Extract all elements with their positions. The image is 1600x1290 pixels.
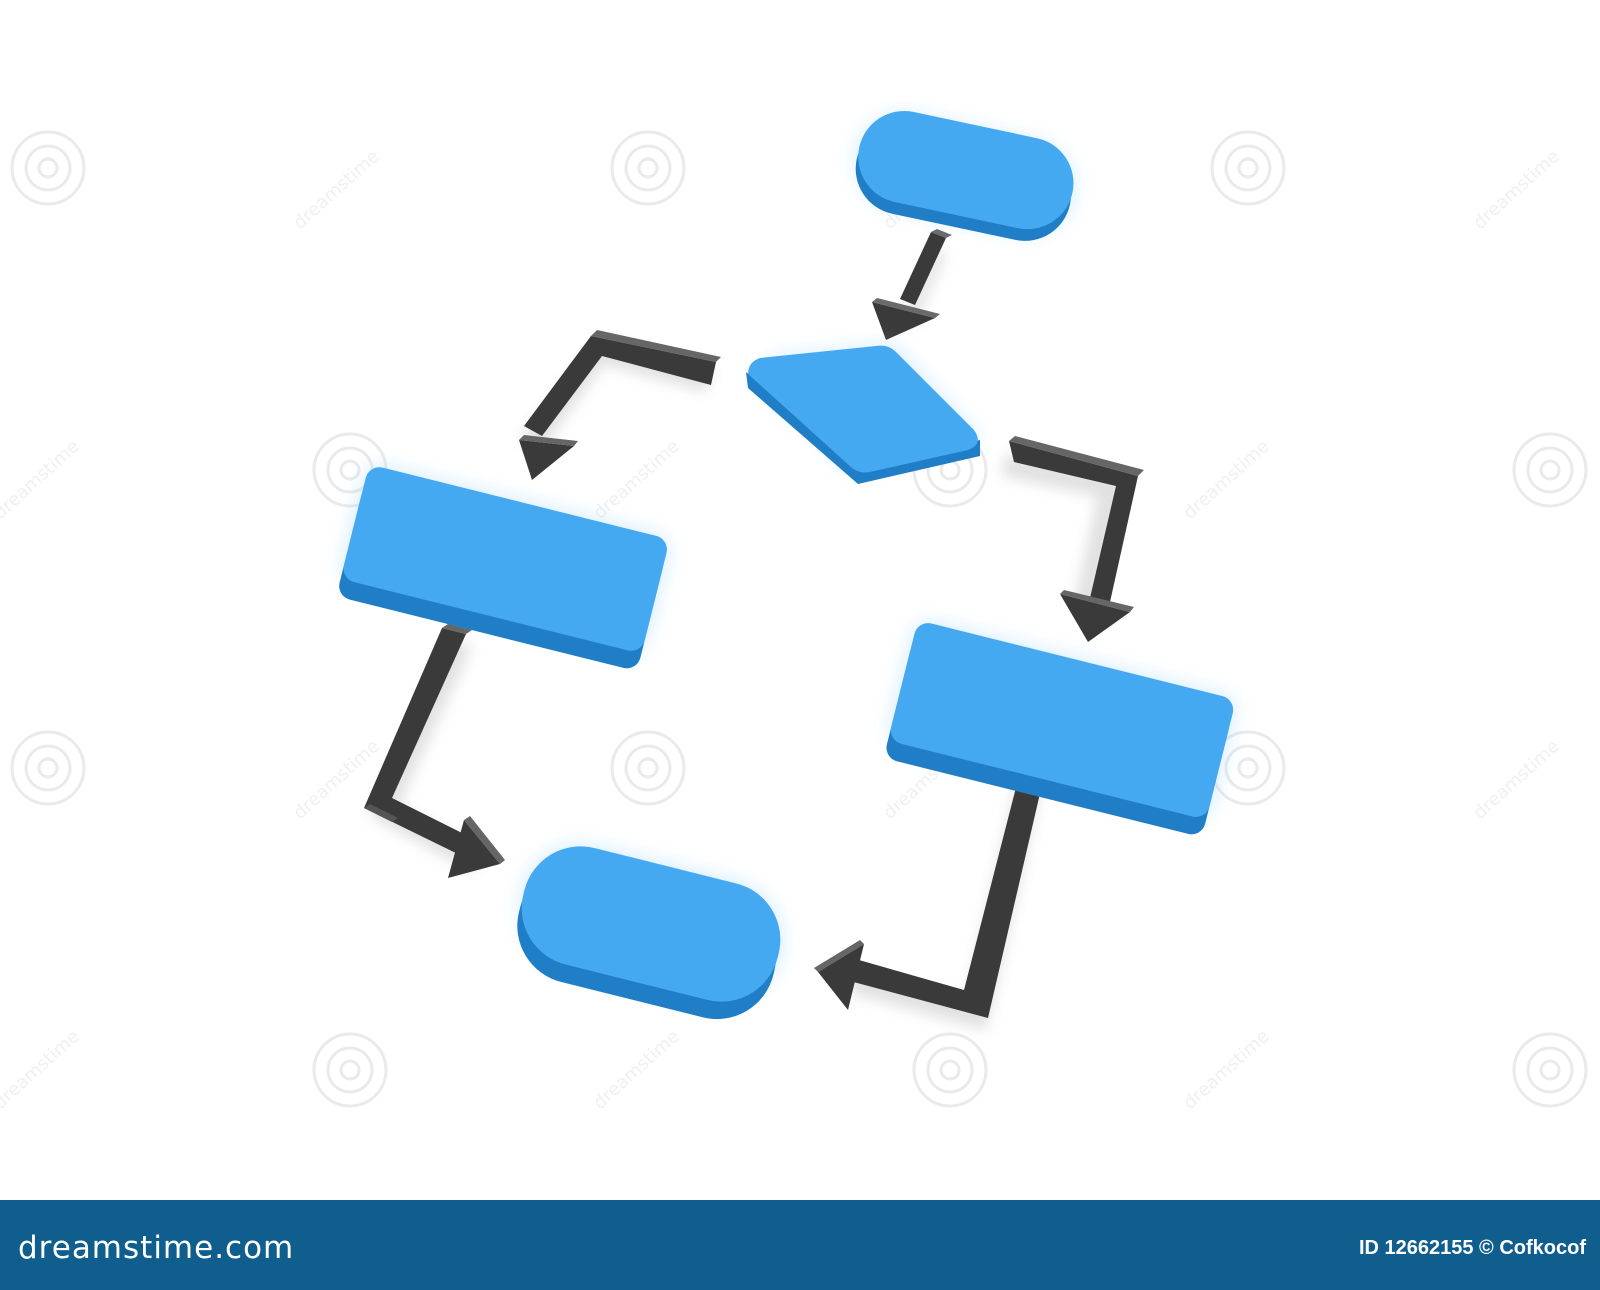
watermark-text: dreamstime xyxy=(1469,146,1563,234)
watermark-text: dreamstime xyxy=(1469,736,1563,824)
watermark-text: dreamstime xyxy=(589,436,683,524)
watermark-text: dreamstime xyxy=(1179,1026,1273,1114)
flowchart-start-terminator xyxy=(855,110,1074,241)
connector-process-left-to-end xyxy=(364,624,505,878)
watermark-text-group: dreamstime dreamstime dreamstime dreamst… xyxy=(0,146,1564,1114)
connector-process-right-to-end xyxy=(814,768,1050,1018)
watermark-text: dreamstime xyxy=(0,436,84,524)
watermark-text: dreamstime xyxy=(1179,436,1273,524)
flowchart-illustration: dreamstime dreamstime dreamstime dreamst… xyxy=(0,110,1588,1114)
stock-footer-bar: dreamstime.com ID 12662155 © Cofkocof xyxy=(0,1200,1600,1290)
dreamstime-logo: dreamstime.com xyxy=(18,1230,295,1266)
connector-layer xyxy=(364,229,1144,1030)
connector-decision-to-process-left xyxy=(519,330,721,480)
watermark-text: dreamstime xyxy=(289,146,383,234)
image-id-credit: ID 12662155 © Cofkocof xyxy=(1358,1237,1586,1259)
watermark-text: dreamstime xyxy=(589,1026,683,1114)
watermark-spiral-icon xyxy=(10,130,1588,1108)
flowchart-process-right xyxy=(886,623,1234,835)
connector-start-to-decision xyxy=(872,229,952,340)
flowchart-decision-diamond xyxy=(746,345,980,484)
watermark-text: dreamstime xyxy=(0,1026,84,1114)
connector-decision-to-process-right xyxy=(1009,436,1144,642)
shape-layer xyxy=(339,110,1234,1020)
flowchart-process-left xyxy=(339,467,667,669)
watermark-layer: dreamstime dreamstime dreamstime dreamst… xyxy=(0,130,1588,1114)
flowchart-end-terminator xyxy=(517,846,781,1020)
